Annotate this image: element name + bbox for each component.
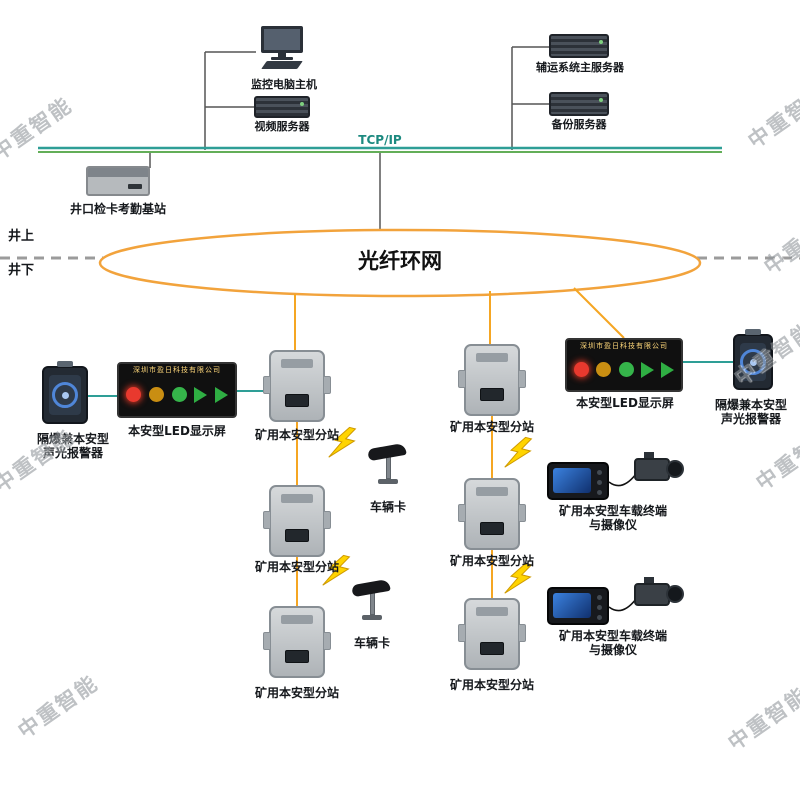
monitor-host-label: 监控电脑主机 (251, 78, 317, 91)
led-green-light (618, 362, 634, 377)
video-server-icon (254, 96, 310, 118)
vehicle-terminal-icon-2 (547, 587, 609, 625)
led-display-label-right: 本安型LED显示屏 (576, 396, 674, 410)
vehicle-card-label: 车辆卡 (369, 500, 406, 514)
alarm-icon (42, 366, 88, 424)
substation-label: 矿用本安型分站 (254, 686, 339, 700)
tcpip-label: TCP/IP (358, 133, 402, 147)
vehicle-terminal-icon-1 (547, 462, 609, 500)
substation-label: 矿用本安型分站 (449, 420, 534, 434)
substation-label: 矿用本安型分站 (449, 678, 534, 692)
camera-icon-2 (634, 577, 684, 607)
alarm-icon (733, 334, 773, 390)
substation-label: 矿用本安型分站 (254, 428, 339, 442)
label-below-ground: 井下 (8, 263, 35, 278)
led-company-text: 深圳市盈日科技有限公司 (133, 366, 221, 374)
monitor-host-icon (256, 26, 308, 69)
attendance-station-icon (86, 166, 150, 196)
vehicle-card-icon-2 (351, 578, 392, 620)
watermark: 中重智能 (759, 206, 800, 280)
led-display-icon: 深圳市盈日科技有限公司 (117, 362, 237, 418)
watermark: 中重智能 (0, 92, 77, 166)
terminal-label-1: 矿用本安型车载终端与摄像仪 (558, 504, 667, 532)
aux-server-icon (549, 34, 609, 58)
substation-icon-right-2 (458, 478, 526, 550)
led-red-light (574, 362, 589, 377)
watermark: 中重智能 (743, 80, 800, 154)
label-above-ground: 井上 (8, 229, 35, 244)
substation-icon-left-3 (263, 606, 331, 678)
monitor-screen (261, 26, 303, 53)
led-amber-light (148, 387, 164, 402)
vehicle-card-label: 车辆卡 (353, 636, 390, 650)
watermark: 中重智能 (13, 670, 103, 744)
backup-server-icon (549, 92, 609, 116)
terminal-label-2: 矿用本安型车载终端与摄像仪 (558, 629, 667, 657)
camera-cable-2 (608, 598, 637, 612)
attendance-station-label: 井口检卡考勤基站 (69, 202, 166, 216)
vehicle-card-icon-1 (367, 442, 408, 484)
backup-server-label: 备份服务器 (551, 118, 607, 131)
top-left-connector (204, 51, 256, 150)
led-arrow-icon (194, 386, 208, 403)
led-green-light (171, 387, 187, 402)
alarm-label-right: 隔爆兼本安型声光报警器 (714, 398, 787, 426)
led-red-light (126, 387, 141, 402)
keyboard-icon (261, 61, 303, 69)
camera-icon-1 (634, 452, 684, 482)
alarm-label-left: 隔爆兼本安型声光报警器 (36, 432, 109, 460)
ring-to-right-led (573, 287, 625, 339)
substation-icon-left-2 (263, 485, 331, 557)
led-arrow-icon (661, 361, 674, 378)
led-arrow-icon (640, 361, 654, 378)
led-company-text: 深圳市盈日科技有限公司 (580, 342, 668, 350)
watermark: 中重智能 (723, 682, 800, 756)
led-arrow-icon (215, 386, 228, 403)
substation-icon-left-1 (263, 350, 331, 422)
camera-cable-1 (608, 473, 637, 487)
led-display-icon: 深圳市盈日科技有限公司 (565, 338, 683, 392)
lightning-icon (504, 433, 534, 473)
fiber-ring-label: 光纤环网 (358, 249, 442, 273)
substation-label: 矿用本安型分站 (254, 560, 339, 574)
led-display-label-left: 本安型LED显示屏 (128, 424, 226, 438)
substation-label: 矿用本安型分站 (449, 554, 534, 568)
substation-icon-right-3 (458, 598, 526, 670)
substation-icon-right-1 (458, 344, 526, 416)
aux-server-label: 辅运系统主服务器 (536, 61, 624, 74)
led-amber-light (596, 362, 612, 377)
video-server-label: 视频服务器 (254, 120, 310, 133)
